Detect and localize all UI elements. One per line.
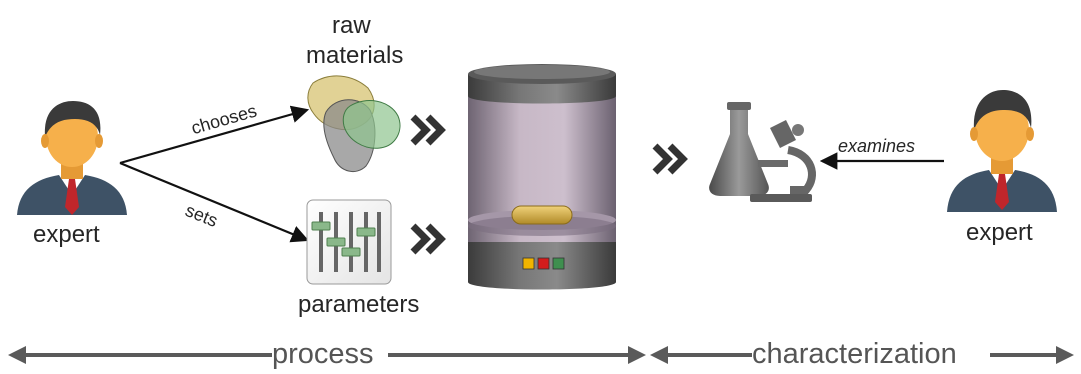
process-phase-label: process [272,338,374,370]
chevron-right-icon [652,143,688,175]
parameters-label: parameters [298,291,420,318]
raw-materials-icon [307,75,401,173]
sets-arrow [119,161,310,243]
raw-materials-label-line2: materials [306,42,404,69]
chevron-right-icon [410,114,446,146]
chooses-arrow [119,105,310,165]
chevron-right-icon [410,223,446,255]
expert-left-label: expert [33,221,100,248]
process-phase-arrow [8,346,646,364]
flask-microscope-icon [709,102,816,202]
expert-left-icon [17,101,127,215]
characterization-phase-label: characterization [752,338,957,370]
expert-right-icon [947,90,1057,212]
expert-right-label: expert [966,219,1033,246]
characterization-phase-arrow [650,346,1074,364]
parameters-icon [306,199,392,285]
raw-materials-label-line1: raw [332,12,371,39]
reactor-icon [468,64,616,290]
examines-edge-label: examines [838,136,916,156]
